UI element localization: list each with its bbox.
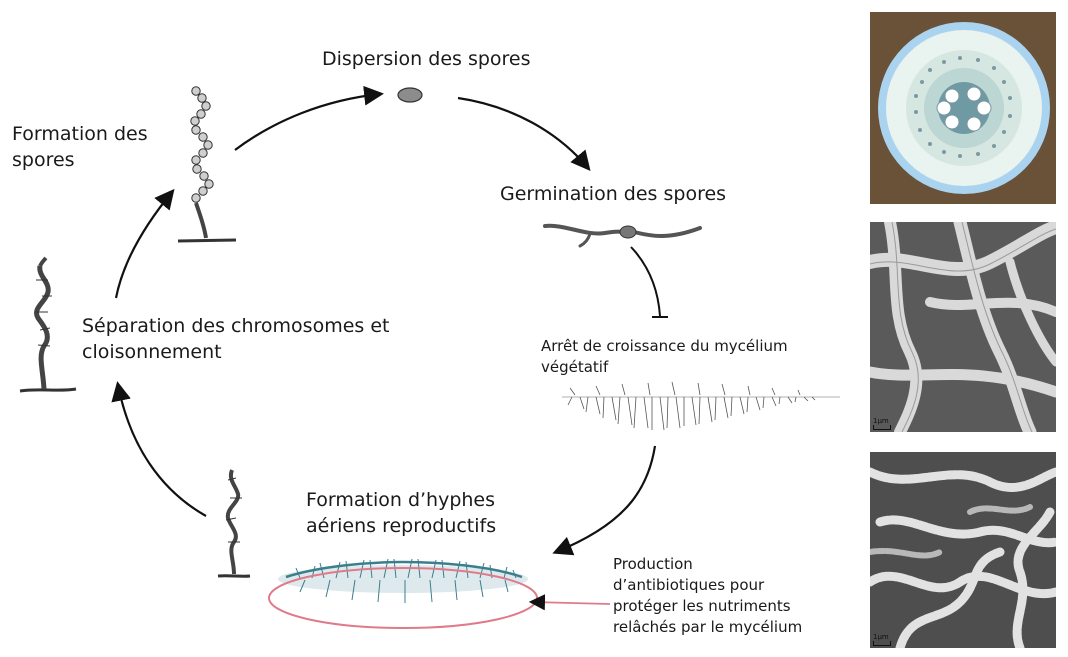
spore-illustration bbox=[398, 88, 422, 102]
mycelium-sem-photo: 1µm bbox=[870, 222, 1056, 432]
colony-photo bbox=[870, 12, 1056, 204]
stage-formation-label-line1: Formation des bbox=[12, 121, 148, 147]
mycelium-sem-drawing bbox=[870, 222, 1056, 432]
stage-separation-label-line2: cloisonnement bbox=[82, 339, 222, 365]
stage-hyphes-label-line2: aériens reproductifs bbox=[306, 513, 496, 539]
vegetative-mycelium-illustration bbox=[562, 382, 840, 430]
spore-chain-sem-drawing bbox=[870, 452, 1056, 648]
mycelium-scale-bar: 1µm bbox=[873, 417, 891, 430]
stage-separation-label-line1: Séparation des chromosomes et bbox=[82, 313, 389, 339]
stage-formation-label-line2: spores bbox=[12, 147, 75, 173]
arrow-arret-to-hyphes bbox=[556, 446, 655, 552]
spore-chain-scale-bar: 1µm bbox=[873, 633, 891, 646]
stage-germination-label: Germination des spores bbox=[500, 181, 726, 207]
annotation-line1: Production bbox=[613, 554, 693, 575]
spore-chain-sem-photo: 1µm bbox=[870, 452, 1056, 648]
aerial-hyphae-illustration bbox=[269, 559, 537, 628]
arrow-dispersion-to-germination bbox=[458, 98, 588, 168]
aerial-hypha-coil-illustration bbox=[218, 470, 250, 576]
arrow-formation-to-dispersion bbox=[235, 94, 380, 150]
septated-hypha-illustration bbox=[20, 258, 76, 391]
annotation-line4: relâchés par le mycélium bbox=[613, 617, 802, 638]
annotation-line2: d’antibiotiques pour bbox=[613, 575, 764, 596]
arrow-germination-to-arret bbox=[631, 247, 660, 316]
stage-hyphes-label-line1: Formation d’hyphes bbox=[306, 487, 495, 513]
annotation-pointer bbox=[532, 602, 610, 604]
colony-photo-drawing bbox=[870, 12, 1056, 204]
arrow-separation-to-formation bbox=[116, 192, 172, 298]
stage-arret-label-line1: Arrêt de croissance du mycélium bbox=[541, 336, 788, 357]
stage-arret-label-line2: végétatif bbox=[541, 357, 608, 378]
annotation-line3: protéger les nutriments bbox=[613, 596, 791, 617]
arrow-hyphes-to-separation bbox=[118, 385, 206, 516]
spore-chain-illustration bbox=[178, 87, 236, 241]
stage-dispersion-label: Dispersion des spores bbox=[322, 46, 531, 72]
germinating-spore-illustration bbox=[545, 226, 700, 246]
